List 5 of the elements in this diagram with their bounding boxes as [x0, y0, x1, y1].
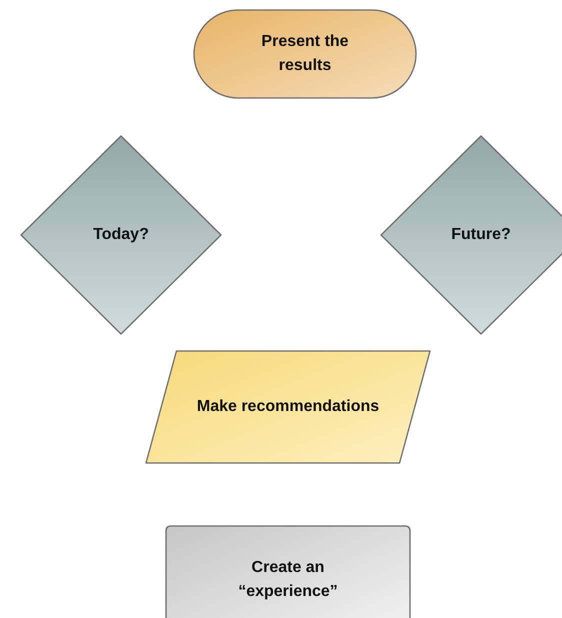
node-label: Future? — [450, 225, 512, 245]
node-label: Make recommendations — [196, 397, 380, 417]
node-label: Present the results — [260, 32, 350, 76]
node-label: Today? — [92, 225, 150, 245]
node-label: Create an “experience” — [237, 558, 339, 602]
